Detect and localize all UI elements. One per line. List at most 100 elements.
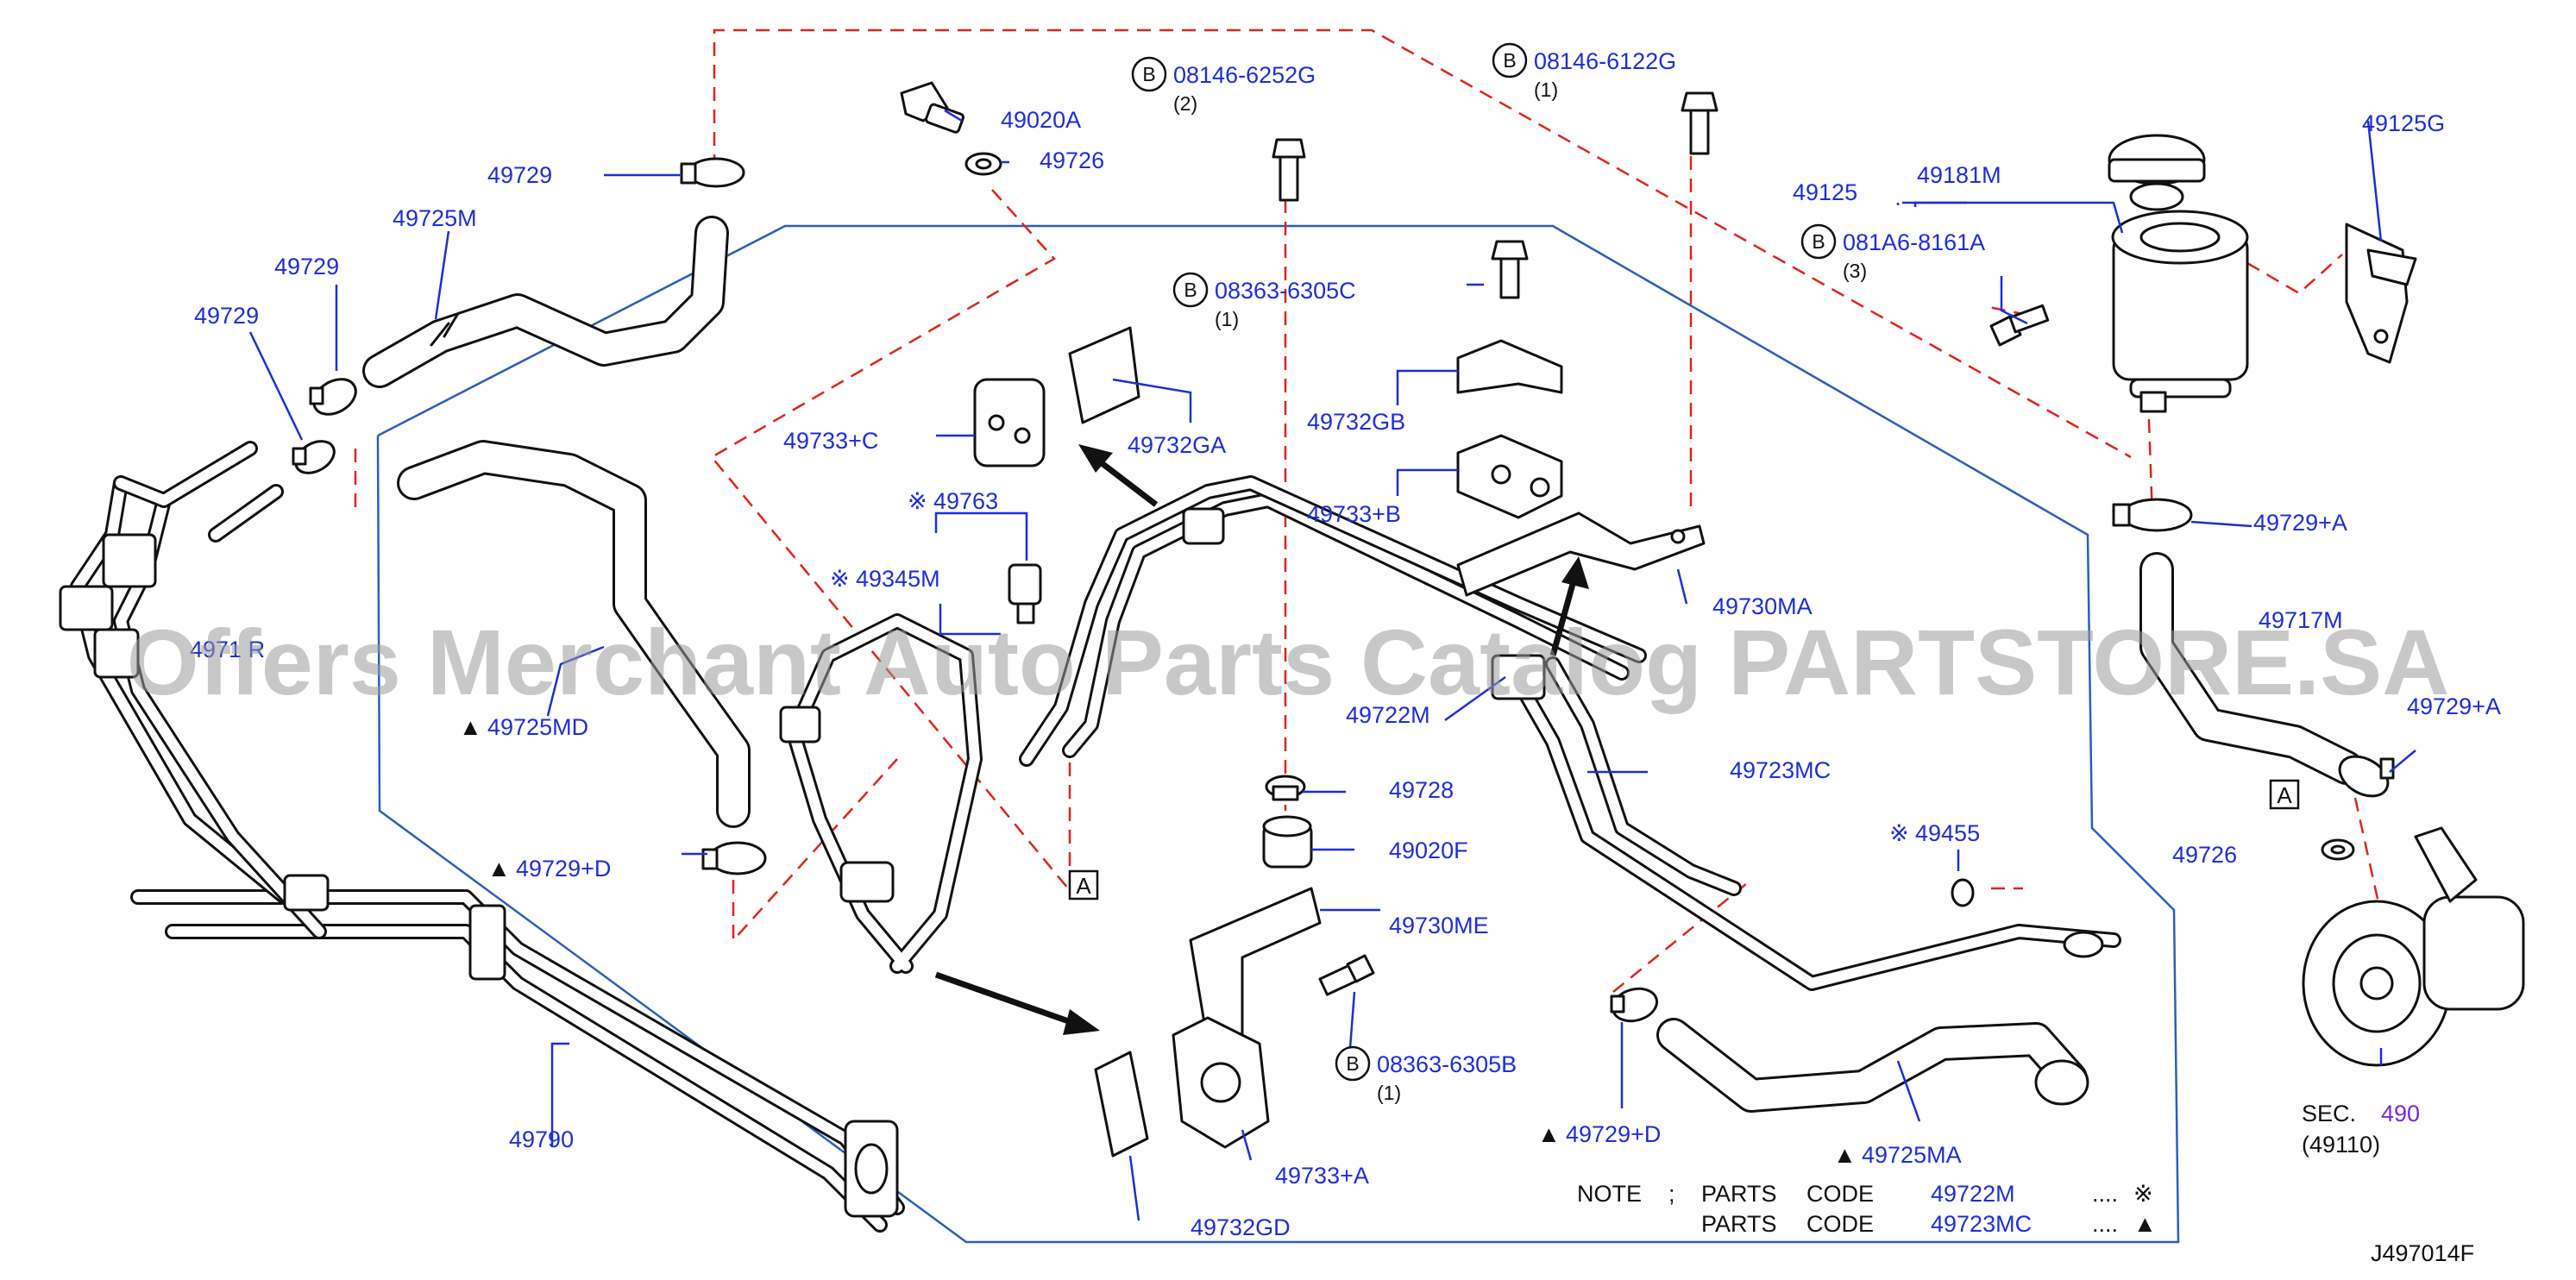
callout-49728: 49728 bbox=[1389, 777, 1454, 803]
callout-49125G: 49125G bbox=[2362, 110, 2445, 136]
bracket-49125G bbox=[2345, 223, 2417, 364]
kome-49455: ※ bbox=[1889, 820, 1909, 846]
reference-box-a-right: A bbox=[2269, 779, 2300, 810]
svg-text:B: B bbox=[1812, 230, 1825, 253]
bolt-081A6-8161A bbox=[1989, 304, 2050, 347]
callout-49722M: 49722M bbox=[1346, 702, 1430, 728]
note-row1-dots: .... bbox=[2092, 1181, 2118, 1207]
grommet-49020F bbox=[1262, 815, 1313, 869]
leader-lines bbox=[248, 109, 2416, 1221]
callout-49725MD-group: ▲ 49725MD bbox=[459, 714, 588, 740]
svg-text:B: B bbox=[1503, 49, 1516, 72]
bolt-08363-6305B bbox=[1318, 954, 1375, 996]
callout-08363-6305B: 08363-6305B bbox=[1377, 1051, 1517, 1077]
hose-49717M bbox=[2139, 552, 2364, 785]
callout-49725MA-group: ▲ 49725MA bbox=[1833, 1142, 1962, 1168]
clamp-49729-d-left bbox=[701, 841, 767, 875]
svg-text:A: A bbox=[1076, 873, 1091, 899]
note-row1-code: CODE bbox=[1806, 1181, 1874, 1207]
callout-49020A: 49020A bbox=[1001, 107, 1081, 133]
pressure-tube-49723MC bbox=[1491, 654, 2121, 991]
clamp-49729-d-bottom bbox=[1610, 987, 1659, 1023]
clamp-49729-mid bbox=[309, 378, 357, 416]
callout-49729-d-left: 49729+D bbox=[516, 856, 611, 882]
callout-49181M: 49181M bbox=[1917, 162, 2001, 188]
callout-49717M: 49717M bbox=[2259, 607, 2343, 633]
pump-sec-490 bbox=[2302, 826, 2525, 1067]
clamp-49729-low bbox=[292, 440, 336, 474]
reference-box-a-center: A bbox=[1068, 869, 1099, 900]
callout-49733-a: 49733+A bbox=[1275, 1163, 1369, 1189]
callout-49732GA: 49732GA bbox=[1128, 432, 1226, 458]
insulator-49733A bbox=[1172, 1016, 1270, 1149]
callout-49729-d-bottom-group: ▲ 49729+D bbox=[1537, 1121, 1661, 1147]
callout-49733-c: 49733+C bbox=[783, 428, 878, 454]
callout-49730ME: 49730ME bbox=[1389, 913, 1489, 938]
watermark-text: Offers Merchant Auto Parts Catalog PARTS… bbox=[127, 610, 2449, 714]
diagram-code: J497014F bbox=[2371, 1240, 2474, 1266]
callout-49763: 49763 bbox=[933, 488, 998, 514]
note-row1-num: 49722M bbox=[1931, 1181, 2015, 1207]
callout-49732GD: 49732GD bbox=[1191, 1214, 1291, 1240]
callout-49455: 49455 bbox=[1915, 820, 1980, 846]
callout-49726-right: 49726 bbox=[2172, 842, 2237, 868]
note-label: NOTE bbox=[1577, 1181, 1642, 1207]
callout-08146-6122G: 08146-6122G bbox=[1534, 48, 1676, 74]
bracket-49732GB bbox=[1456, 339, 1563, 394]
hose-49725MD bbox=[397, 440, 751, 828]
qty-081A6-8161A: (3) bbox=[1843, 260, 1867, 282]
callout-49726-top: 49726 bbox=[1040, 147, 1104, 173]
svg-text:B: B bbox=[1142, 63, 1155, 85]
callout-49345M: 49345M bbox=[856, 566, 940, 592]
bolt-08146-6122G bbox=[1681, 91, 1718, 155]
svg-text:B: B bbox=[1184, 279, 1197, 301]
qty-08363-6305B: (1) bbox=[1377, 1082, 1401, 1104]
washer-49726-right bbox=[2321, 838, 2355, 861]
clamp-49729-top bbox=[680, 157, 745, 188]
note-block: NOTE ; PARTS CODE 49722M .... ※ PARTS CO… bbox=[1577, 1181, 2157, 1237]
callout-081A6-8161A: 081A6-8161A bbox=[1843, 229, 1985, 255]
callout-49732GB: 49732GB bbox=[1307, 409, 1405, 435]
triangle-49729-d-left: ▲ bbox=[487, 856, 511, 882]
callout-49725MD: 49725MD bbox=[487, 714, 588, 740]
sec-label: SEC. bbox=[2302, 1101, 2356, 1126]
pressure-hose-49345M bbox=[779, 613, 983, 974]
callout-49345M-group: ※ 49345M bbox=[830, 566, 940, 592]
clamp-49729-a-upper bbox=[2112, 498, 2193, 532]
callout-49729-d-bottom: 49729+D bbox=[1566, 1121, 1661, 1147]
callout-08146-6252G: 08146-6252G bbox=[1173, 62, 1316, 88]
pressure-switch-49763 bbox=[1008, 563, 1042, 624]
bolt-49020A bbox=[900, 81, 964, 134]
sec-reference: SEC. 490 (49110) bbox=[2302, 1101, 2420, 1158]
callout-4971R-partial: 4971 R bbox=[190, 637, 265, 662]
bracket-49730MA bbox=[1456, 511, 1706, 597]
callout-49455-group: ※ 49455 bbox=[1889, 820, 1980, 846]
triangle-49729-d-bottom: ▲ bbox=[1537, 1121, 1561, 1147]
callout-49729-top: 49729 bbox=[487, 162, 552, 188]
callout-49725M: 49725M bbox=[393, 205, 477, 231]
reservoir-49125 bbox=[2111, 210, 2249, 413]
assembly-frame bbox=[376, 224, 2180, 1244]
note-row2-dots: .... bbox=[2092, 1211, 2118, 1237]
callout-49729-d-left-group: ▲ 49729+D bbox=[487, 856, 611, 882]
kome-49345M: ※ bbox=[830, 566, 850, 592]
sec-ref-link[interactable]: 490 bbox=[2381, 1101, 2420, 1126]
hose-49725MA bbox=[1656, 1018, 2089, 1113]
clamp-49729-a-lower bbox=[2338, 755, 2395, 798]
cap-49181M bbox=[2108, 134, 2206, 211]
bracket-49732GA bbox=[1068, 326, 1140, 424]
callout-08363-6305C: 08363-6305C bbox=[1215, 278, 1356, 304]
washer-49726-top bbox=[964, 152, 1002, 176]
bolt-08363-6305C bbox=[1491, 240, 1529, 299]
svg-text:A: A bbox=[2277, 782, 2292, 808]
insulator-49733C bbox=[973, 378, 1046, 467]
qty-08363-6305C: (1) bbox=[1215, 308, 1239, 330]
note-row2-parts: PARTS bbox=[1701, 1211, 1777, 1237]
bolt-marker-08363-6305C: B 08363-6305C (1) bbox=[1172, 272, 1356, 330]
triangle-49725MA: ▲ bbox=[1833, 1142, 1857, 1168]
callout-49125: 49125 bbox=[1793, 179, 1857, 205]
callout-49763-group: ※ 49763 bbox=[908, 488, 998, 514]
note-row2-num: 49723MC bbox=[1931, 1211, 2032, 1237]
callout-49723MC: 49723MC bbox=[1730, 757, 1831, 783]
